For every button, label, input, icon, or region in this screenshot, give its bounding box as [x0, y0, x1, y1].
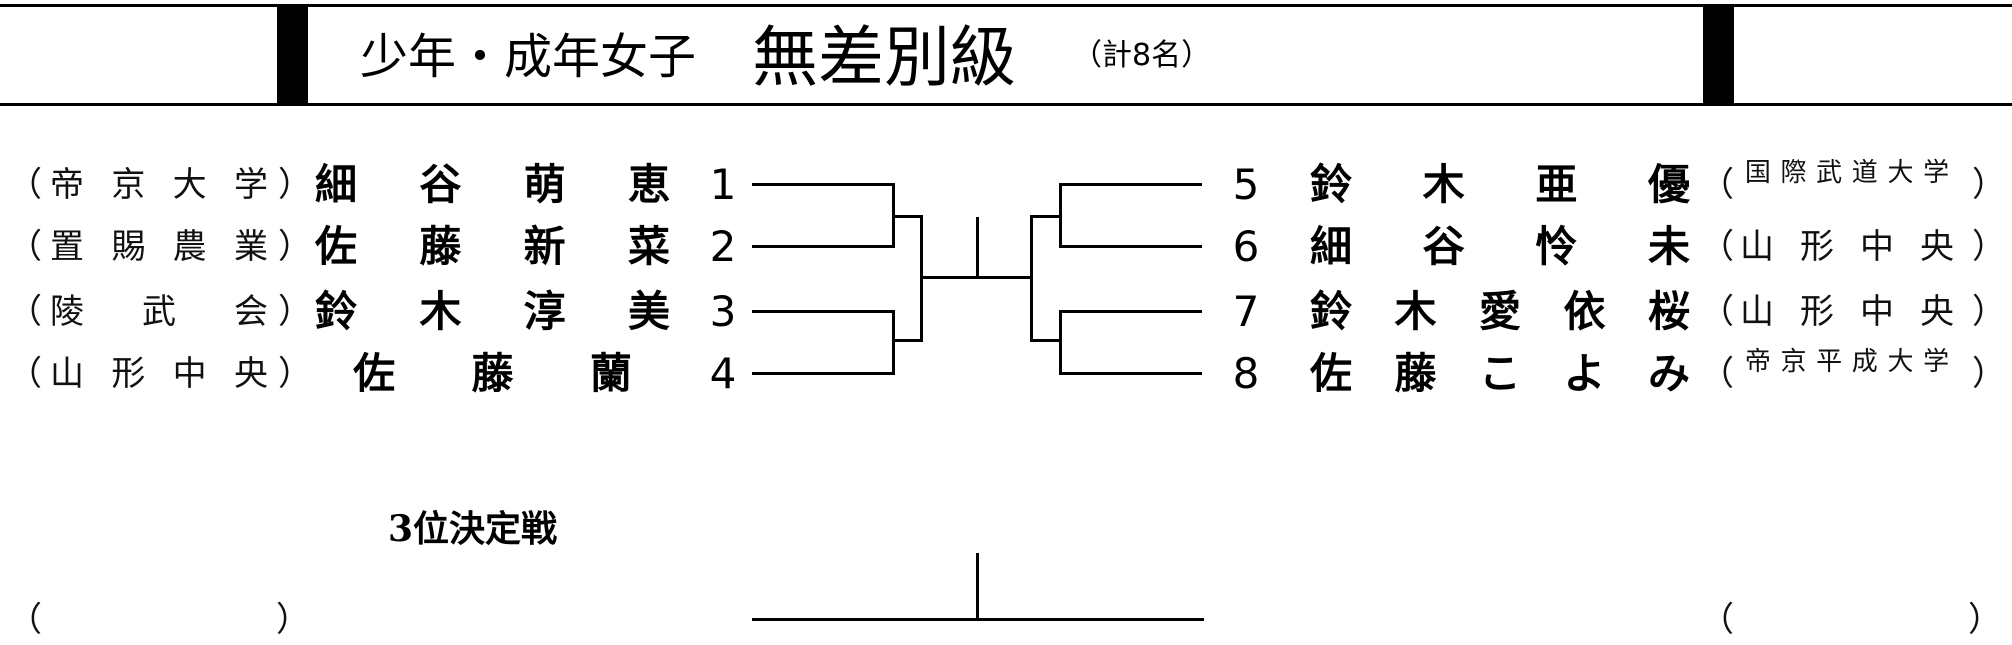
seed-number: 4 — [709, 349, 737, 398]
category-label: 少年・成年女子 — [360, 29, 697, 85]
competitor-name: 鈴木愛依桜 — [1310, 287, 1690, 336]
seed-number: 2 — [709, 222, 737, 271]
affiliation: （帝京平成大学） — [1700, 347, 2006, 394]
bracket-join-5-6 — [1059, 183, 1062, 248]
affiliation-text: 帝京大学 — [50, 165, 268, 205]
affiliation-text: 帝京平成大学 — [1744, 347, 1950, 377]
affiliation: （帝京大学） — [8, 165, 312, 205]
bracket-right-semi-join — [1030, 215, 1033, 342]
affiliation-text: 国際武道大学 — [1744, 158, 1950, 188]
affiliation-text: 山形中央 — [50, 354, 268, 394]
competitor-name: 佐藤蘭 — [353, 349, 632, 398]
bracket-join-7-8 — [1059, 310, 1062, 375]
affiliation: （国際武道大学） — [1700, 158, 2006, 205]
affiliation-text: 陵武会 — [50, 292, 268, 332]
competitor-name: 佐藤新菜 — [315, 222, 670, 271]
competitor-name: 細谷萌恵 — [315, 160, 670, 209]
competitor-name: 細谷怜未 — [1310, 222, 1690, 271]
header-right-bar — [1703, 4, 1734, 106]
third-place-label: 3位決定戦 — [388, 508, 558, 550]
weight-class-label: 無差別級 — [752, 19, 1017, 96]
third-place-right-affiliation: （ ） — [1700, 600, 2002, 640]
bracket-semi-b — [892, 339, 922, 342]
bracket-line-7 — [1059, 310, 1202, 313]
competitor-name: 鈴木淳美 — [315, 287, 670, 336]
affiliation-text: 山形中央 — [1740, 292, 1954, 332]
seed-number: 6 — [1232, 222, 1260, 271]
affiliation: （陵武会） — [8, 292, 312, 332]
header-left-bar — [277, 4, 308, 106]
seed-number: 3 — [709, 287, 737, 336]
header-top-rule — [0, 4, 2012, 7]
affiliation-text: 山形中央 — [1740, 227, 1954, 267]
bracket-line-6 — [1059, 245, 1202, 248]
seed-number: 8 — [1232, 349, 1260, 398]
affiliation: （山形中央） — [1700, 227, 2006, 267]
bracket-line-8 — [1059, 372, 1202, 375]
bracket-line-3 — [752, 310, 895, 313]
bracket-line-5 — [1059, 183, 1202, 186]
seed-number: 5 — [1232, 160, 1260, 209]
bracket-semi-a — [892, 215, 922, 218]
affiliation: （山形中央） — [8, 354, 312, 394]
affiliation: （山形中央） — [1700, 292, 2006, 332]
competitor-name: 佐藤こよみ — [1310, 349, 1690, 398]
bracket-semi-c — [1030, 215, 1062, 218]
bracket-line-1 — [752, 183, 895, 186]
bracket-final-stem — [976, 217, 979, 278]
third-place-left-affiliation: （ ） — [8, 600, 310, 640]
bracket-semi-d — [1030, 339, 1062, 342]
entrant-count: （計8名） — [1072, 38, 1212, 73]
competitor-name: 鈴木亜優 — [1310, 160, 1690, 209]
bracket-join-3-4 — [892, 310, 895, 375]
page-title: 少年・成年女子 無差別級 （計8名） — [360, 6, 1211, 98]
seed-number: 7 — [1232, 287, 1260, 336]
affiliation: （置賜農業） — [8, 227, 312, 267]
bracket-line-2 — [752, 245, 895, 248]
affiliation-text: 置賜農業 — [50, 227, 268, 267]
seed-number: 1 — [709, 160, 737, 209]
bracket-line-4 — [752, 372, 895, 375]
third-place-stem — [976, 553, 979, 620]
header-bottom-rule — [0, 103, 2012, 106]
